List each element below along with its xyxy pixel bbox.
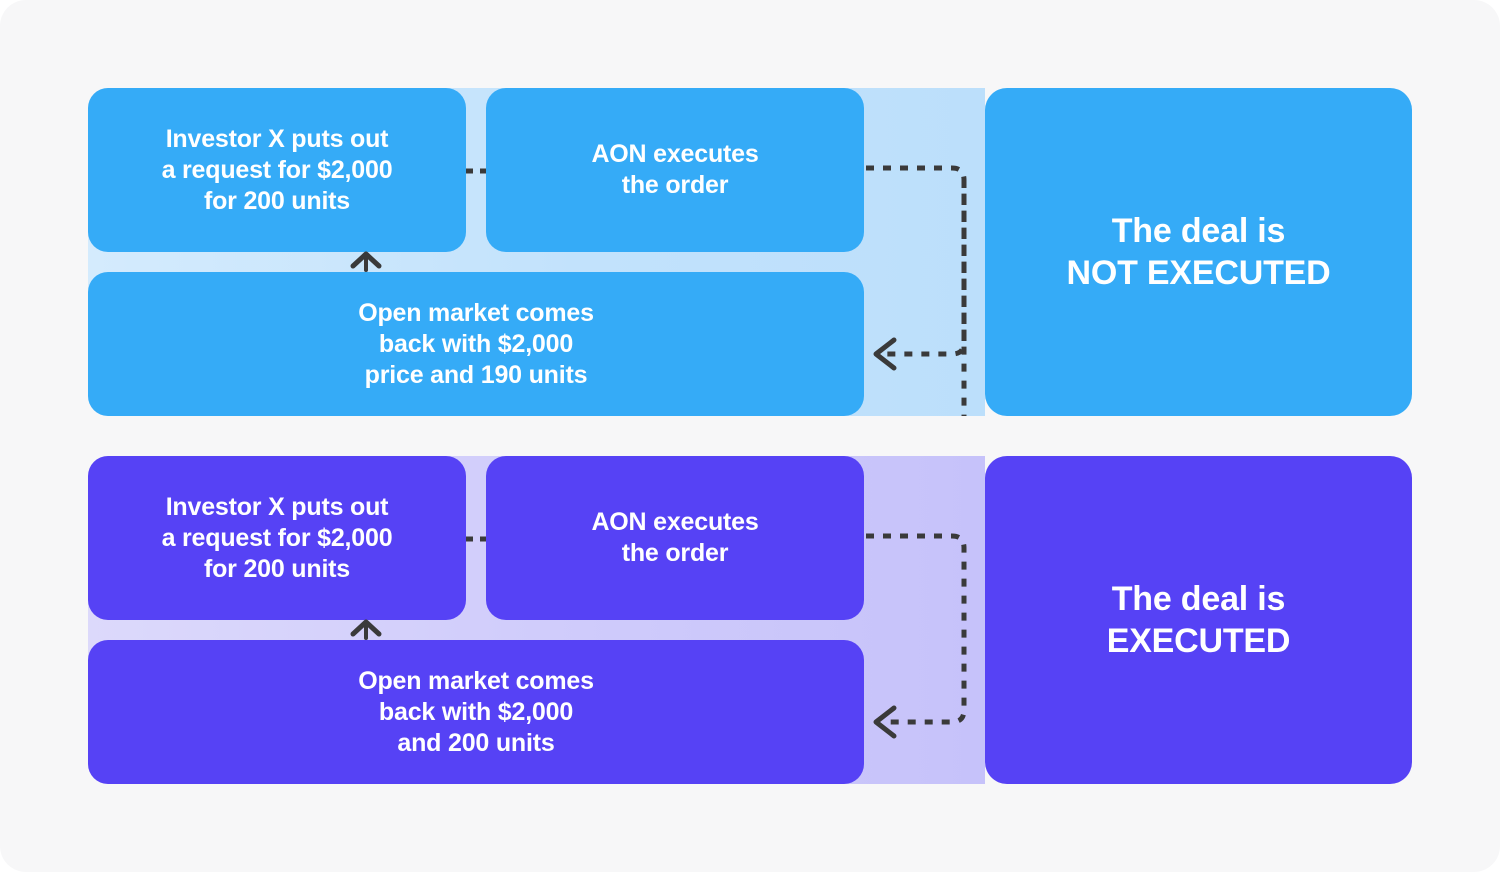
card-line: the order — [621, 171, 729, 199]
card-result-executed[interactable]: The deal is EXECUTED — [985, 456, 1412, 784]
card-line: the order — [621, 539, 729, 567]
card-investor-request[interactable]: Investor X puts out a request for $2,000… — [88, 88, 466, 252]
chevron-up-icon — [346, 616, 386, 644]
card-investor-request[interactable]: Investor X puts out a request for $2,000… — [88, 456, 466, 620]
card-line: and 200 units — [397, 728, 555, 757]
scenario-executed: Investor X puts out a request for $2,000… — [88, 456, 1412, 784]
chevron-up-icon — [346, 248, 386, 276]
card-line: for 200 units — [203, 186, 351, 215]
card-line: Investor X puts out — [165, 492, 389, 521]
result-line: EXECUTED — [1106, 622, 1291, 660]
card-open-market[interactable]: Open market comes back with $2,000 price… — [88, 272, 864, 416]
card-aon-executes[interactable]: AON executes the order — [486, 456, 864, 620]
card-line: back with $2,000 — [378, 329, 574, 358]
card-line: Open market comes — [358, 666, 594, 695]
card-aon-executes[interactable]: AON executes the order — [486, 88, 864, 252]
card-open-market[interactable]: Open market comes back with $2,000 and 2… — [88, 640, 864, 784]
card-line: AON executes — [591, 140, 759, 168]
card-line: a request for $2,000 — [161, 155, 393, 184]
card-line: AON executes — [591, 508, 759, 536]
card-line: Investor X puts out — [165, 124, 389, 153]
scenario-not-executed: Investor X puts out a request for $2,000… — [88, 88, 1412, 416]
connector-aon-to-market — [864, 164, 1004, 416]
card-line: Open market comes — [358, 298, 594, 327]
card-line: a request for $2,000 — [161, 523, 393, 552]
connector-request-to-aon — [466, 164, 486, 176]
connector-aon-to-market — [864, 532, 1004, 739]
result-line: NOT EXECUTED — [1066, 254, 1331, 292]
card-line: for 200 units — [203, 554, 351, 583]
connector-request-to-aon — [466, 532, 486, 544]
result-line: The deal is — [1111, 211, 1286, 250]
card-line: price and 190 units — [364, 360, 588, 389]
card-line: back with $2,000 — [378, 697, 574, 726]
card-result-not-executed[interactable]: The deal is NOT EXECUTED — [985, 88, 1412, 416]
result-line: The deal is — [1111, 579, 1286, 618]
